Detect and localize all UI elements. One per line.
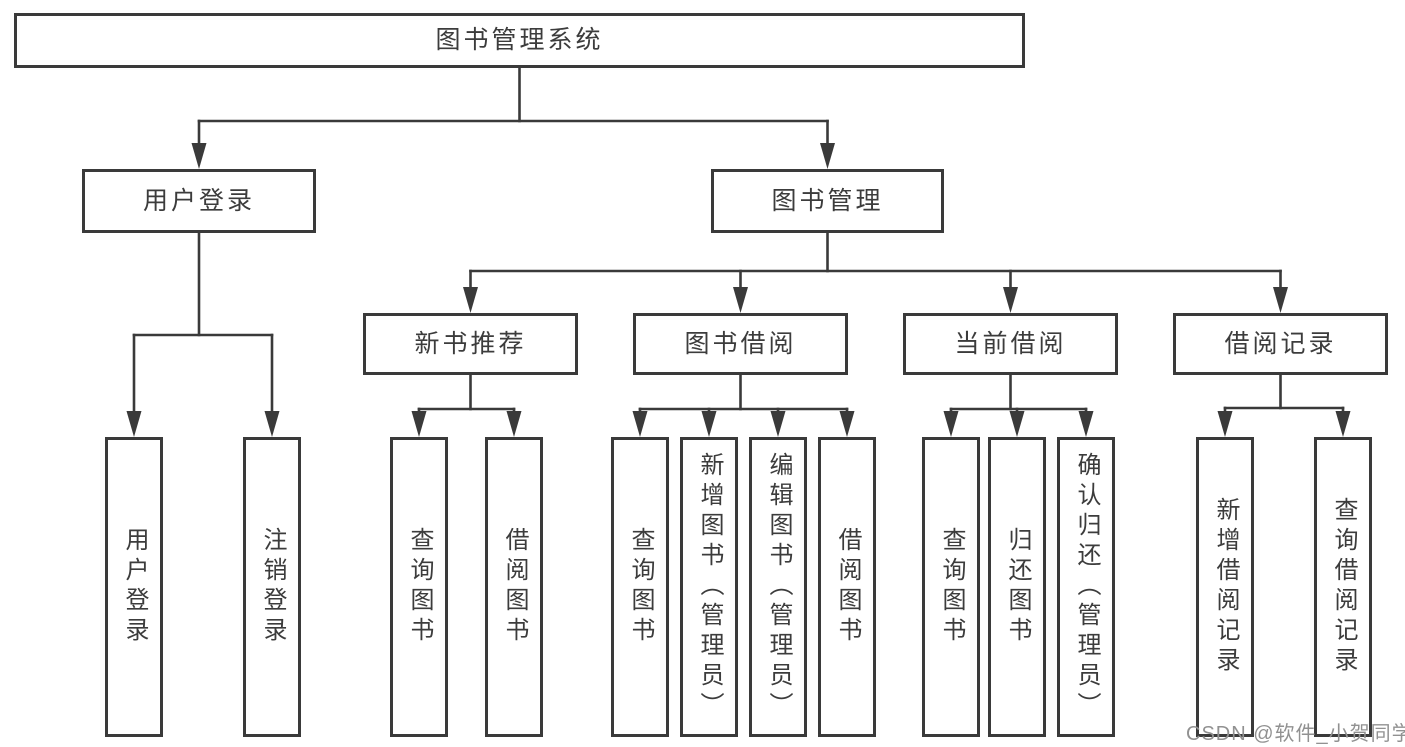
node-label: 当前借阅 (954, 329, 1067, 358)
node-return-books: 归还图书 (988, 437, 1046, 737)
node-label: 图书管理 (771, 186, 884, 215)
node-label: 图书借阅 (684, 329, 797, 358)
node-confirm-return-admin: 确认归还（管理员） (1057, 437, 1115, 737)
arrowhead-icon (506, 411, 522, 437)
arrowhead-icon (463, 287, 478, 313)
node-user-login: 用户登录 (82, 169, 316, 233)
arrowhead-icon (839, 411, 855, 437)
node-label: 图书管理系统 (435, 26, 604, 54)
node-label: 用户登录 (121, 527, 148, 647)
node-logout-action: 注销登录 (243, 437, 301, 737)
arrowhead-icon (191, 143, 207, 169)
arrowhead-icon (1003, 287, 1018, 313)
node-login-action: 用户登录 (105, 437, 163, 737)
node-current-borrowing: 当前借阅 (903, 313, 1118, 375)
arrowhead-icon (820, 143, 835, 169)
arrowhead-icon (770, 411, 786, 437)
node-query-books-3: 查询图书 (922, 437, 980, 737)
arrowhead-icon (1217, 411, 1233, 437)
arrowhead-icon (1273, 287, 1288, 313)
node-book-borrowing: 图书借阅 (633, 313, 848, 375)
node-label: 借阅记录 (1224, 329, 1337, 358)
node-label: 新书推荐 (414, 329, 527, 358)
node-query-books-1: 查询图书 (390, 437, 448, 737)
node-borrow-books-2: 借阅图书 (818, 437, 876, 737)
node-label: 查询图书 (938, 527, 965, 647)
arrowhead-icon (701, 411, 717, 437)
node-label: 借阅图书 (501, 527, 528, 647)
arrowhead-icon (1335, 411, 1351, 437)
arrowhead-icon (1078, 411, 1094, 437)
node-label: 新增图书（管理员） (696, 452, 723, 722)
node-borrow-books-1: 借阅图书 (485, 437, 543, 737)
node-label: 借阅图书 (834, 527, 861, 647)
node-query-books-2: 查询图书 (611, 437, 669, 737)
arrowhead-icon (943, 411, 959, 437)
node-label: 查询图书 (406, 527, 433, 647)
node-label: 注销登录 (259, 527, 286, 647)
arrowhead-icon (411, 411, 427, 437)
node-label: 查询借阅记录 (1330, 497, 1357, 677)
node-label: 编辑图书（管理员） (765, 452, 792, 722)
node-book-management: 图书管理 (711, 169, 944, 233)
node-label: 新增借阅记录 (1212, 497, 1239, 677)
node-label: 归还图书 (1004, 527, 1031, 647)
node-new-book-recommend: 新书推荐 (363, 313, 578, 375)
node-root: 图书管理系统 (14, 13, 1025, 68)
arrowhead-icon (1009, 411, 1025, 437)
node-borrowing-records: 借阅记录 (1173, 313, 1388, 375)
node-query-borrow-record: 查询借阅记录 (1314, 437, 1372, 737)
node-label: 查询图书 (627, 527, 654, 647)
node-add-books-admin: 新增图书（管理员） (680, 437, 738, 737)
arrowhead-icon (632, 411, 648, 437)
node-label: 确认归还（管理员） (1073, 452, 1100, 722)
node-edit-books-admin: 编辑图书（管理员） (749, 437, 807, 737)
arrowhead-icon (733, 287, 748, 313)
node-add-borrow-record: 新增借阅记录 (1196, 437, 1254, 737)
watermark: CSDN @软件_小贺同学 (1186, 723, 1405, 745)
arrowhead-icon (264, 411, 280, 437)
arrowhead-icon (126, 411, 142, 437)
node-label: 用户登录 (142, 186, 255, 215)
